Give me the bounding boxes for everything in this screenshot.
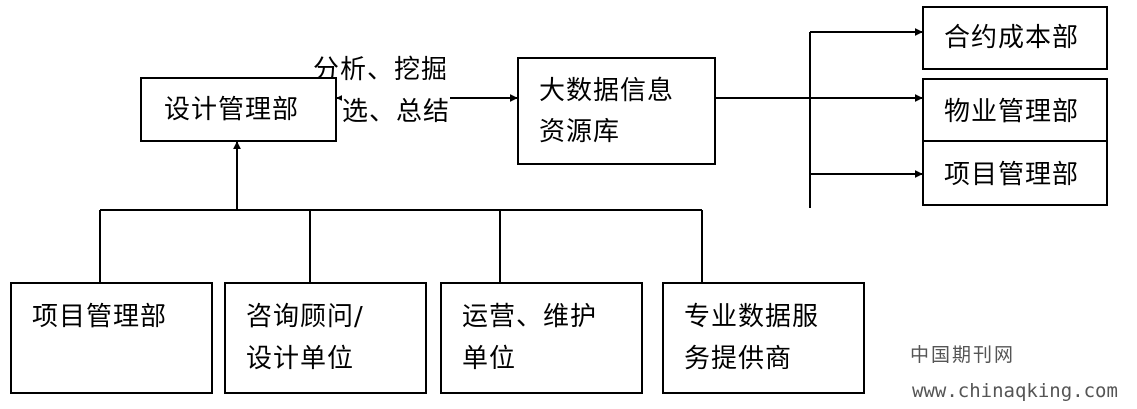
project-mgmt-right-node: 项目管理部 [922, 140, 1108, 206]
operation-label-line2: 单位 [462, 344, 517, 374]
consultant-label-line2: 设计单位 [246, 344, 355, 374]
operation-node: 运营、维护 单位 [440, 282, 643, 394]
big-data-label-line1: 大数据信息 [539, 76, 675, 106]
contract-cost-node: 合约成本部 [922, 6, 1108, 70]
data-service-label-line1: 专业数据服 [684, 302, 820, 332]
watermark-url: www.chinaqking.com [912, 380, 1118, 402]
big-data-label-line2: 资源库 [539, 117, 621, 147]
design-dept-label: 设计管理部 [164, 95, 300, 125]
consultant-label-line1: 咨询顾问/ [246, 302, 364, 332]
contract-cost-label: 合约成本部 [944, 23, 1080, 53]
data-service-node: 专业数据服 务提供商 [662, 282, 865, 394]
design-dept-node: 设计管理部 [140, 77, 337, 142]
consultant-node: 咨询顾问/ 设计单位 [224, 282, 427, 394]
watermark-name: 中国期刊网 [910, 344, 1016, 366]
project-mgmt-right-label: 项目管理部 [944, 160, 1080, 190]
big-data-node: 大数据信息 资源库 [517, 57, 716, 165]
property-mgmt-label: 物业管理部 [944, 97, 1080, 127]
property-mgmt-node: 物业管理部 [922, 78, 1108, 142]
operation-label-line1: 运营、维护 [462, 302, 598, 332]
project-mgmt-bottom-node: 项目管理部 [10, 282, 213, 394]
edge-label-select-summarize: 选、总结 [342, 90, 451, 134]
project-mgmt-bottom-label: 项目管理部 [32, 302, 168, 332]
data-service-label-line2: 务提供商 [684, 344, 793, 374]
